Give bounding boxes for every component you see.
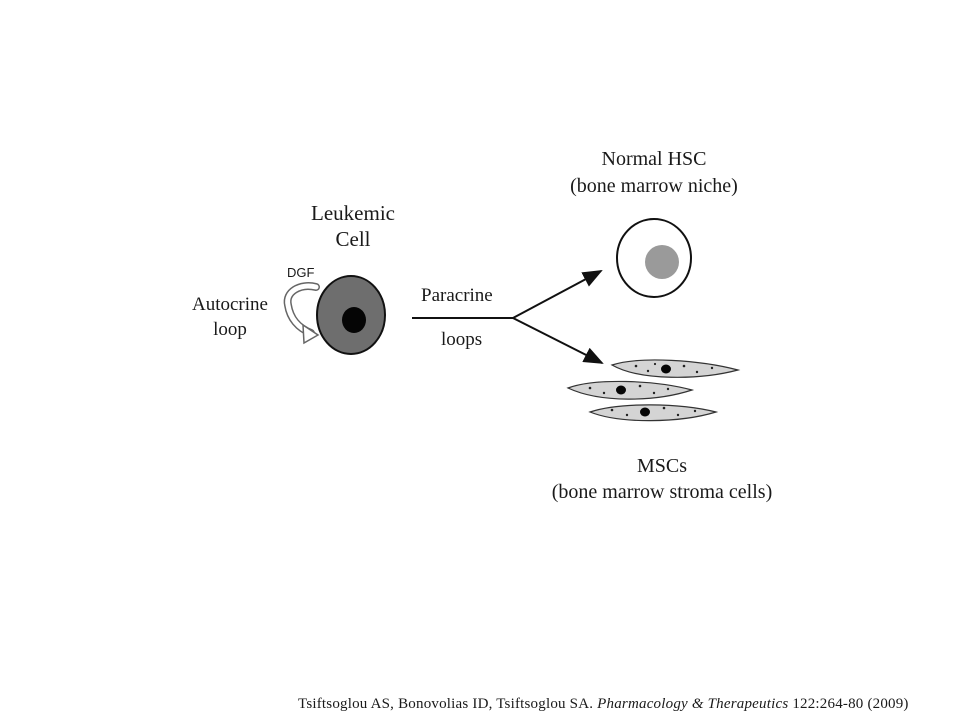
paracrine-label: Paracrine: [421, 285, 493, 306]
citation-authors: Tsiftsoglou AS, Bonovolias ID, Tsiftsogl…: [298, 696, 594, 712]
stroma-cell: [588, 404, 719, 422]
loops-label: loops: [441, 329, 483, 350]
normal-hsc-label-line2: (bone marrow niche): [570, 175, 738, 197]
leukemic-cell: [316, 275, 386, 355]
msc-label-line2: (bone marrow stroma cells): [551, 481, 773, 503]
stroma-cell: [566, 380, 695, 400]
autocrine-label-line2: loop: [213, 319, 247, 340]
leukemic-cell-nucleus: [342, 307, 366, 333]
msc-label: MSCs (bone marrow stroma cells): [530, 453, 794, 505]
autocrine-label-line1: Autocrine: [192, 294, 268, 315]
dgf-label: DGF: [287, 265, 315, 280]
citation-details: 122:264-80 (2009): [792, 696, 909, 712]
arrow-to-hsc: [512, 270, 603, 319]
normal-hsc-cell: [616, 218, 692, 298]
leukemic-cell-label-line1: Leukemic: [311, 201, 395, 225]
citation: Tsiftsoglou AS, Bonovolias ID, Tsiftsogl…: [298, 694, 948, 714]
arrow-to-msc: [512, 317, 604, 364]
stroma-cell: [610, 359, 741, 378]
normal-hsc-label-line1: Normal HSC: [601, 148, 707, 170]
normal-hsc-label: Normal HSC (bone marrow niche): [534, 146, 774, 200]
autocrine-loop-label: Autocrine loop: [180, 292, 280, 342]
hsc-nucleus: [645, 245, 679, 279]
autocrine-curved-arrow-icon: [283, 282, 320, 345]
msc-label-line1: MSCs: [636, 455, 688, 477]
citation-journal: Pharmacology & Therapeutics: [597, 696, 789, 712]
paracrine-arrows: [412, 270, 604, 364]
msc-stroma-cells: [566, 359, 741, 422]
leukemic-cell-label-line2: Cell: [335, 227, 371, 251]
leukemic-cell-label: Leukemic Cell: [290, 200, 416, 252]
